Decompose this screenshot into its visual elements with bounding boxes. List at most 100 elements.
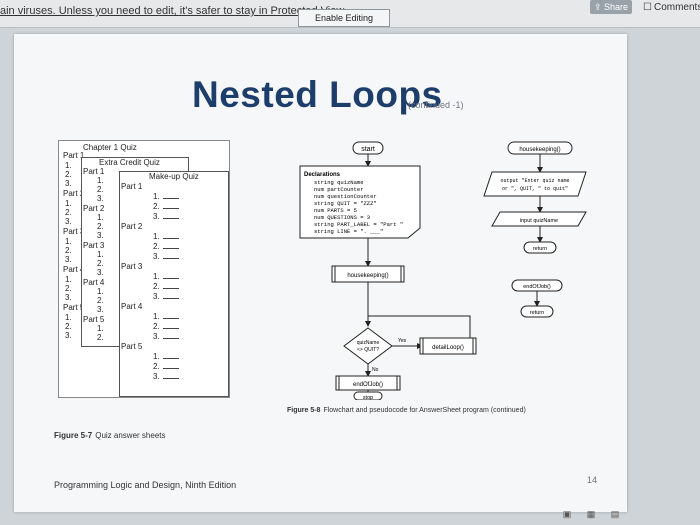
input-text: input quizName [520, 218, 558, 224]
sheet1-q2: 2. [65, 170, 72, 179]
decl-line: num PARTS = 5 [314, 207, 357, 214]
no-label: No [372, 367, 379, 373]
sheet3-q3c: 3. [153, 292, 160, 301]
sheet3-q2c: 2. [153, 282, 160, 291]
sheet1-part5: Part 5 [63, 303, 85, 312]
normal-view-icon[interactable]: ▣ [562, 509, 572, 519]
decl-line: string QUIT = "ZZZ" [314, 200, 377, 207]
sheet3-q3e: 3. [153, 372, 160, 381]
sheet2-q3b: 3. [97, 231, 104, 240]
declarations-box [299, 165, 421, 239]
slide-page-number: 14 [587, 475, 598, 485]
sheet2-q2b: 2. [97, 222, 104, 231]
comments-label: Comments [653, 2, 700, 13]
sheet1-q2d: 2. [65, 284, 72, 293]
slide-footer: Programming Logic and Design, Ninth Edit… [54, 480, 237, 490]
sheet3-q2d: 2. [153, 322, 160, 331]
sheet1-part1: Part 1 [63, 151, 85, 160]
sheet3-part2: Part 2 [121, 222, 143, 231]
declarations-title: Declarations [304, 172, 341, 178]
sheet2-part5: Part 5 [83, 315, 105, 324]
sheet1-q3e: 3. [65, 331, 72, 340]
sheet2-q2e: 2. [97, 333, 104, 342]
makeup-sheet [119, 171, 229, 397]
sheet1-q2e: 2. [65, 322, 72, 331]
answer-line [163, 198, 179, 199]
sheet3-q1: 1. [153, 192, 160, 201]
detail-loop-label: detailLoop() [432, 345, 464, 351]
sheet2-q1d: 1. [97, 287, 104, 296]
figure-5-7-label: Figure 5-7 [54, 431, 93, 440]
sheet3-q3b: 3. [153, 252, 160, 261]
chapter-quiz-title: Chapter 1 Quiz [83, 143, 137, 152]
yes-label: Yes [398, 338, 407, 344]
comments-button[interactable]: ☐Comments [643, 2, 700, 13]
sheet2-q1b: 1. [97, 213, 104, 222]
sheet1-q3c: 3. [65, 255, 72, 264]
answer-line [163, 358, 179, 359]
decl-line: num partCounter [314, 186, 364, 193]
sheet2-part4: Part 4 [83, 278, 105, 287]
sheet2-part2: Part 2 [83, 204, 105, 213]
stop-label: stop [363, 395, 373, 400]
answer-line [163, 318, 179, 319]
output-line-1: output "Enter quiz name [500, 178, 569, 184]
view-buttons: ▣ ▦ ▤ [560, 509, 622, 520]
makeup-title: Make-up Quiz [149, 172, 199, 181]
slide: Nested Loops (continued -1) Chapter 1 Qu… [14, 34, 627, 512]
input-parallelogram [491, 211, 587, 227]
sheet1-q1: 1. [65, 161, 72, 170]
answer-line [163, 238, 179, 239]
output-parallelogram [483, 171, 587, 197]
protected-view-message: ain viruses. Unless you need to edit, it… [0, 5, 347, 17]
answer-line [163, 338, 179, 339]
slide-title: Nested Loops [192, 74, 443, 115]
sheet2-q3: 3. [97, 194, 104, 203]
sheet2-q3c: 3. [97, 268, 104, 277]
share-button[interactable]: ⇪ Share [590, 0, 632, 14]
start-label: start [361, 146, 375, 153]
housekeeping-header: housekeeping() [519, 147, 560, 153]
detail-loop-box [419, 337, 477, 355]
slide-sorter-icon[interactable]: ▦ [586, 509, 596, 519]
sheet3-q2e: 2. [153, 362, 160, 371]
sheet1-q1c: 1. [65, 237, 72, 246]
sheet3-q3: 3. [153, 212, 160, 221]
protected-view-bar: ain viruses. Unless you need to edit, it… [0, 0, 700, 28]
decl-line: string quizName [314, 179, 364, 186]
sheet1-q1d: 1. [65, 275, 72, 284]
sheet2-part1: Part 1 [83, 167, 105, 176]
sheet3-q1d: 1. [153, 312, 160, 321]
sheet3-part1: Part 1 [121, 182, 143, 191]
sheet2-part3: Part 3 [83, 241, 105, 250]
answer-line [163, 368, 179, 369]
answer-line [163, 278, 179, 279]
decl-line: string LINE = ". ___" [314, 228, 383, 235]
sheet3-q1e: 1. [153, 352, 160, 361]
return-label-1: return [533, 246, 547, 252]
quit-decision [343, 327, 393, 365]
decision-bottom: <> QUIT? [357, 347, 379, 353]
sheet2-q3d: 3. [97, 305, 104, 314]
end-of-job-header: endOfJob() [523, 284, 551, 290]
sheet3-q1b: 1. [153, 232, 160, 241]
sheet1-part2: Part 2 [63, 189, 85, 198]
reading-view-icon[interactable]: ▤ [610, 509, 620, 519]
decision-top: quizName [357, 340, 380, 346]
decl-line: string PART_LABEL = "Part " [314, 221, 403, 228]
enable-editing-button[interactable]: Enable Editing [298, 9, 390, 27]
sheet3-q2b: 2. [153, 242, 160, 251]
housekeeping-call-label: housekeeping() [347, 273, 388, 279]
answer-line [163, 208, 179, 209]
sheet1-q1b: 1. [65, 199, 72, 208]
sheet1-q2b: 2. [65, 208, 72, 217]
figure-5-8-text: Flowchart and pseudocode for AnswerSheet… [323, 407, 526, 414]
sheet3-part5: Part 5 [121, 342, 143, 351]
sheet2-q2c: 2. [97, 259, 104, 268]
decl-line: num QUESTIONS = 3 [314, 214, 370, 221]
sheet1-q1e: 1. [65, 313, 72, 322]
sheet3-part4: Part 4 [121, 302, 143, 311]
sheet1-part4: Part 4 [63, 265, 85, 274]
